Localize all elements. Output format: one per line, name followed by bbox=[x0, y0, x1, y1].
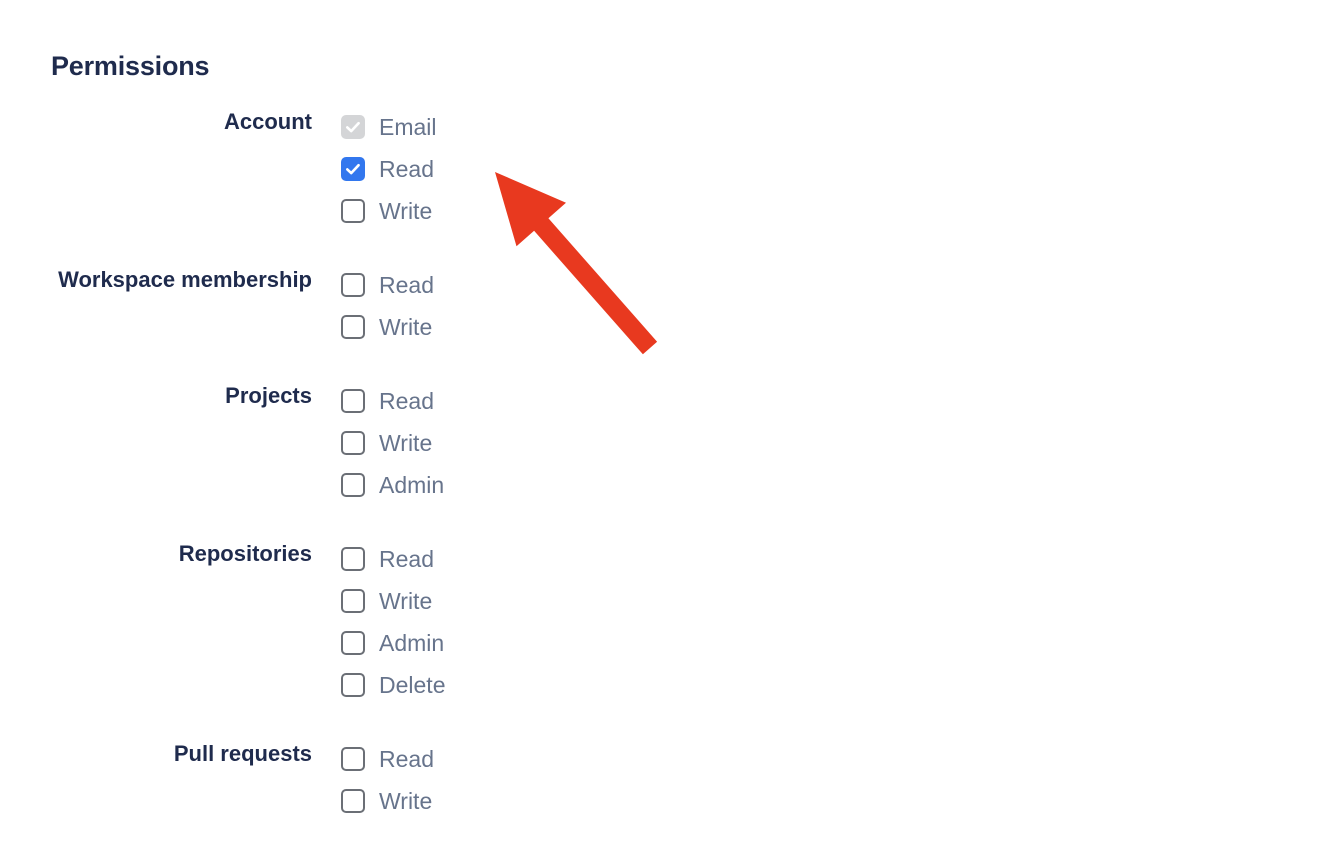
workspace-membership-write-checkbox[interactable] bbox=[341, 315, 365, 339]
repositories-admin-label[interactable]: Admin bbox=[379, 630, 445, 656]
permission-option-row: Admin bbox=[341, 464, 660, 506]
projects-write-checkbox[interactable] bbox=[341, 431, 365, 455]
pull-requests-read-checkbox[interactable] bbox=[341, 747, 365, 771]
permission-group-runners: RunnersReadWrite bbox=[600, 644, 1260, 728]
permissions-right-column: IssuesReadWriteWikisRead and writeSnippe… bbox=[600, 106, 1260, 728]
permission-group-label: Snippets bbox=[600, 296, 1322, 328]
repositories-read-checkbox[interactable] bbox=[341, 547, 365, 571]
page-title: Permissions bbox=[51, 51, 210, 81]
permission-group-label: Issues bbox=[600, 106, 1322, 138]
permission-option-row: Read bbox=[341, 538, 660, 580]
account-read-checkbox[interactable] bbox=[341, 157, 365, 181]
repositories-delete-label[interactable]: Delete bbox=[379, 672, 446, 698]
permission-group-label: Projects bbox=[225, 383, 312, 408]
workspace-membership-read-checkbox[interactable] bbox=[341, 273, 365, 297]
account-email-checkbox bbox=[341, 115, 365, 139]
permission-group-pipelines: PipelinesReadWriteEdit variables bbox=[600, 486, 1260, 612]
repositories-delete-checkbox[interactable] bbox=[341, 673, 365, 697]
repositories-read-label[interactable]: Read bbox=[379, 546, 434, 572]
permission-option-row: Delete bbox=[341, 664, 660, 706]
projects-admin-checkbox[interactable] bbox=[341, 473, 365, 497]
permission-option-row: Read bbox=[341, 380, 660, 422]
account-read-label[interactable]: Read bbox=[379, 156, 434, 182]
permission-option-row: Email bbox=[341, 106, 660, 148]
account-write-checkbox[interactable] bbox=[341, 199, 365, 223]
permission-option-row: Admin bbox=[341, 622, 660, 664]
permission-option-row: Write bbox=[341, 780, 660, 822]
permission-group-label: Account bbox=[224, 109, 312, 134]
repositories-admin-checkbox[interactable] bbox=[341, 631, 365, 655]
checkmark-icon bbox=[343, 159, 363, 179]
permission-group-label: Pipelines bbox=[600, 486, 1322, 518]
permission-option-row: Write bbox=[341, 580, 660, 622]
permission-group-label: Pull requests bbox=[173, 741, 312, 766]
permission-group-label: Runners bbox=[600, 644, 1322, 676]
repositories-write-label[interactable]: Write bbox=[379, 588, 433, 614]
permission-option-row: Write bbox=[341, 422, 660, 464]
permission-group-wikis: WikisRead and write bbox=[600, 222, 1260, 264]
permission-group-label: Webhooks bbox=[600, 412, 1322, 444]
permission-group-label: Workspace membership bbox=[58, 267, 312, 292]
permission-group-snippets: SnippetsReadWrite bbox=[600, 296, 1260, 380]
permission-group-webhooks: WebhooksRead and write bbox=[600, 412, 1260, 454]
pull-requests-write-checkbox[interactable] bbox=[341, 789, 365, 813]
pull-requests-read-label[interactable]: Read bbox=[379, 746, 434, 772]
projects-read-checkbox[interactable] bbox=[341, 389, 365, 413]
permission-group-issues: IssuesReadWrite bbox=[600, 106, 1260, 190]
account-email-label: Email bbox=[379, 114, 437, 140]
checkmark-icon bbox=[343, 117, 363, 137]
permission-option-row: Write bbox=[341, 306, 660, 348]
permission-group-label: Wikis bbox=[600, 222, 1322, 254]
permission-option-row: Read bbox=[341, 738, 660, 780]
projects-read-label[interactable]: Read bbox=[379, 388, 434, 414]
permission-option-row: Read bbox=[341, 148, 660, 190]
account-write-label[interactable]: Write bbox=[379, 198, 433, 224]
repositories-write-checkbox[interactable] bbox=[341, 589, 365, 613]
projects-admin-label[interactable]: Admin bbox=[379, 472, 445, 498]
permission-group-label: Repositories bbox=[178, 541, 312, 566]
workspace-membership-read-label[interactable]: Read bbox=[379, 272, 434, 298]
permission-option-row: Write bbox=[341, 190, 660, 232]
permission-option-row: Read bbox=[341, 264, 660, 306]
pull-requests-write-label[interactable]: Write bbox=[379, 788, 433, 814]
workspace-membership-write-label[interactable]: Write bbox=[379, 314, 433, 340]
projects-write-label[interactable]: Write bbox=[379, 430, 433, 456]
